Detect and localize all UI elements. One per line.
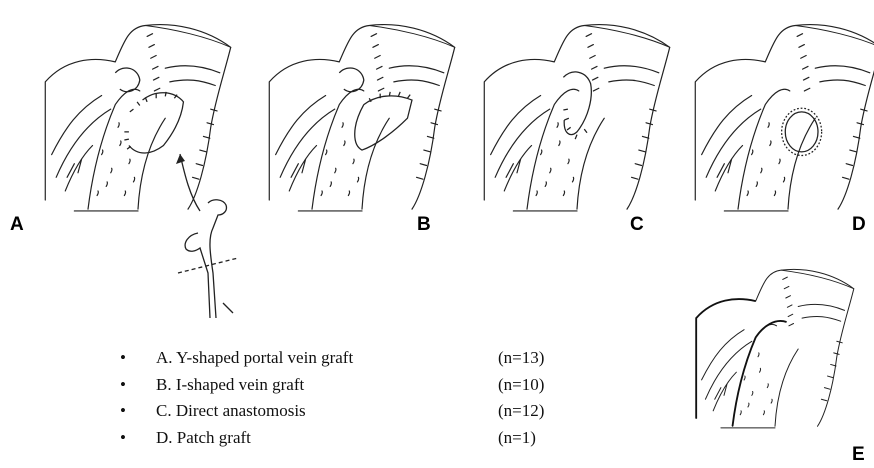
panel-e (690, 264, 860, 468)
panel-label-a: A (10, 214, 24, 236)
legend-item-count: (n=1) (498, 425, 536, 452)
bullet-icon: • (120, 345, 126, 372)
panel-label-b: B (417, 214, 431, 236)
panel-b (262, 8, 462, 233)
legend-item-label: A. Y-shaped portal vein graft (156, 345, 353, 372)
legend-item-count: (n=12) (498, 398, 544, 425)
bullet-icon: • (120, 425, 126, 452)
panel-c (477, 8, 677, 233)
legend-item-label: D. Patch graft (156, 425, 251, 452)
panel-d (688, 8, 874, 233)
arrow-icon (170, 146, 210, 216)
legend-item-label: C. Direct anastomosis (156, 398, 306, 425)
panel-a (38, 8, 238, 233)
legend-item-count: (n=13) (498, 345, 544, 372)
bullet-icon: • (120, 372, 126, 399)
legend-item-label: B. I-shaped vein graft (156, 372, 304, 399)
bullet-icon: • (120, 398, 126, 425)
panel-label-c: C (630, 214, 644, 236)
panel-label-e: E (852, 444, 865, 466)
panel-label-d: D (852, 214, 866, 236)
legend-item-count: (n=10) (498, 372, 544, 399)
